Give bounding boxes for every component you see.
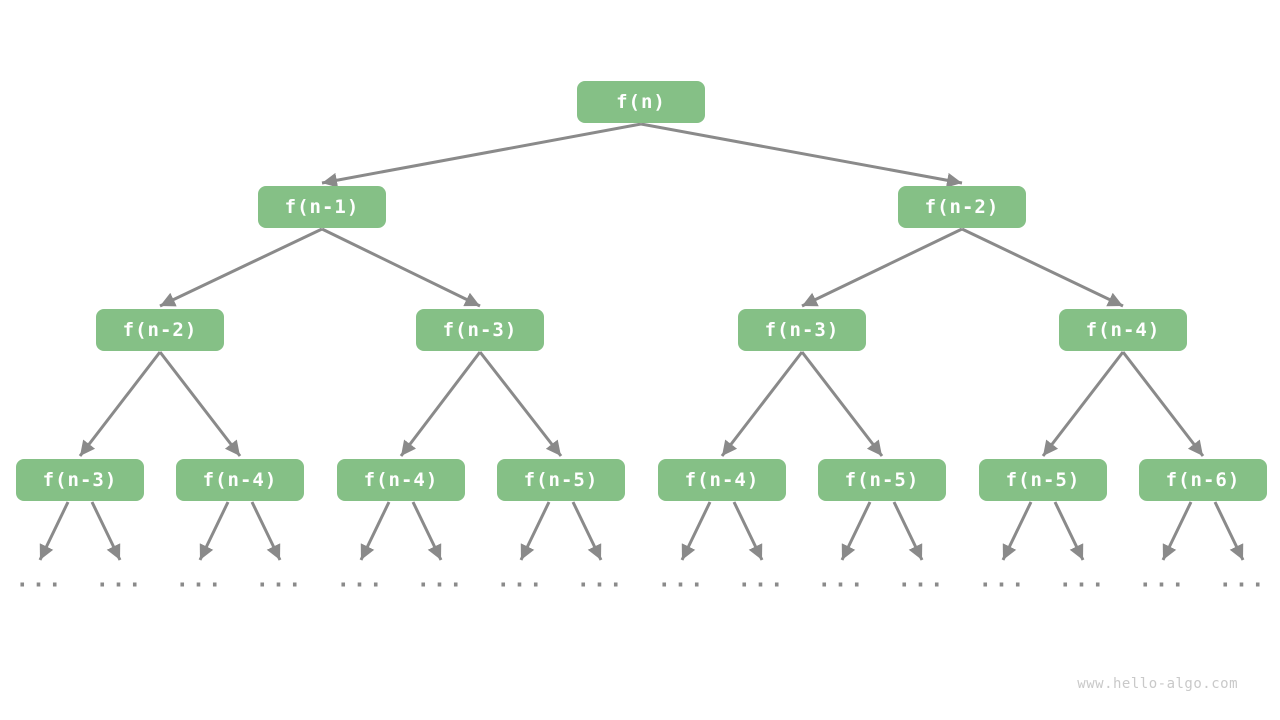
tree-node: f(n-2) bbox=[96, 309, 224, 351]
edge-arrow bbox=[840, 501, 872, 561]
edge-arrow bbox=[801, 227, 963, 308]
edge-arrow bbox=[1053, 501, 1085, 561]
ellipsis-label: ... bbox=[1218, 567, 1268, 593]
edge-arrow bbox=[411, 501, 443, 561]
tree-node: f(n-5) bbox=[818, 459, 946, 501]
ellipsis-label: ... bbox=[15, 567, 65, 593]
tree-node: f(n-2) bbox=[898, 186, 1026, 228]
ellipsis-label: ... bbox=[576, 567, 626, 593]
ellipsis-label: ... bbox=[255, 567, 305, 593]
edge-arrow bbox=[78, 351, 162, 457]
ellipsis-label: ... bbox=[95, 567, 145, 593]
tree-node: f(n-4) bbox=[658, 459, 786, 501]
ellipsis-label: ... bbox=[657, 567, 707, 593]
tree-node: f(n-1) bbox=[258, 186, 386, 228]
edge-arrow bbox=[680, 501, 712, 561]
ellipsis-label: ... bbox=[175, 567, 225, 593]
edge-arrow bbox=[1121, 351, 1205, 457]
edge-arrow bbox=[1161, 501, 1193, 561]
edge-arrow bbox=[478, 351, 563, 457]
tree-node: f(n) bbox=[577, 81, 705, 123]
edge-arrow bbox=[892, 501, 924, 561]
tree-node: f(n-5) bbox=[497, 459, 625, 501]
ellipsis-label: ... bbox=[336, 567, 386, 593]
tree-node: f(n-5) bbox=[979, 459, 1107, 501]
edge-arrow bbox=[1213, 501, 1245, 561]
tree-node: f(n-3) bbox=[416, 309, 544, 351]
edge-arrow bbox=[519, 501, 551, 561]
ellipsis-label: ... bbox=[496, 567, 546, 593]
ellipsis-label: ... bbox=[1058, 567, 1108, 593]
edge-arrow bbox=[800, 351, 884, 457]
edge-arrow bbox=[961, 227, 1124, 308]
edge-arrow bbox=[571, 501, 603, 561]
edge-arrow bbox=[399, 351, 482, 457]
edge-arrow bbox=[159, 227, 323, 308]
edge-arrow bbox=[720, 351, 804, 457]
edge-arrow bbox=[1001, 501, 1033, 561]
edge-arrow bbox=[250, 501, 282, 561]
ellipsis-label: ... bbox=[737, 567, 787, 593]
tree-node: f(n-3) bbox=[16, 459, 144, 501]
ellipsis-label: ... bbox=[817, 567, 867, 593]
tree-node: f(n-4) bbox=[176, 459, 304, 501]
tree-node: f(n-3) bbox=[738, 309, 866, 351]
tree-node: f(n-4) bbox=[337, 459, 465, 501]
tree-node: f(n-6) bbox=[1139, 459, 1267, 501]
edge-arrow bbox=[1041, 351, 1125, 457]
edge-arrow bbox=[90, 501, 122, 561]
ellipsis-label: ... bbox=[978, 567, 1028, 593]
edge-arrow bbox=[359, 501, 391, 561]
edge-arrow bbox=[198, 501, 230, 561]
edge-arrow bbox=[640, 122, 963, 188]
watermark: www.hello-algo.com bbox=[1077, 676, 1238, 692]
edge-arrow bbox=[38, 501, 70, 561]
edge-arrow bbox=[732, 501, 764, 561]
ellipsis-label: ... bbox=[416, 567, 466, 593]
edge-arrow bbox=[321, 227, 481, 308]
edge-arrow bbox=[158, 351, 242, 457]
tree-node: f(n-4) bbox=[1059, 309, 1187, 351]
ellipsis-label: ... bbox=[1138, 567, 1188, 593]
ellipsis-label: ... bbox=[897, 567, 947, 593]
edge-arrow bbox=[321, 122, 642, 188]
